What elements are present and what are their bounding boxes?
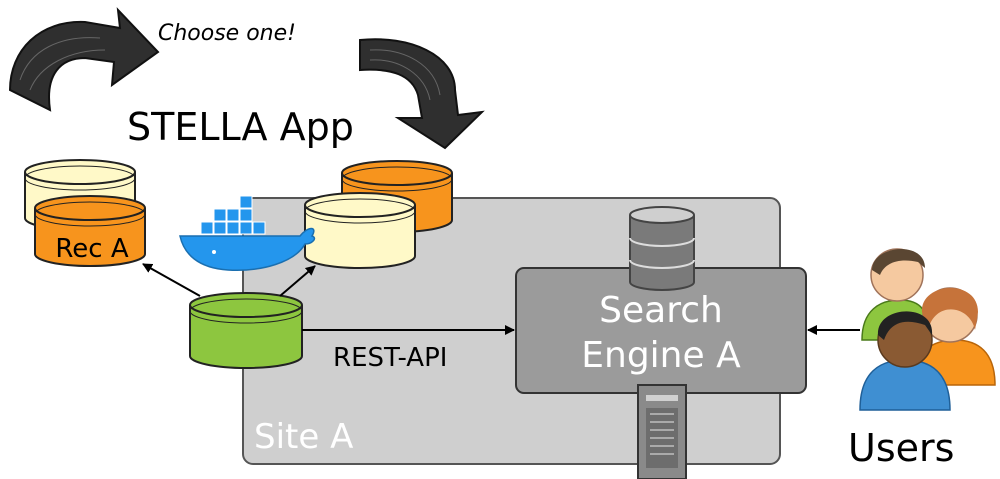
server-tower-icon	[637, 384, 687, 479]
choose-one-annotation: Choose one!	[158, 21, 296, 46]
search-engine-line1: Search	[599, 290, 723, 331]
users-label: Users	[848, 426, 954, 470]
container-cylinder-green	[189, 292, 303, 369]
curved-arrow-right-icon	[359, 38, 485, 150]
curved-arrow-left-icon	[8, 7, 160, 112]
arrow-to-container-right	[279, 265, 316, 297]
rest-api-label: REST-API	[333, 343, 447, 373]
docker-whale-icon	[179, 195, 316, 271]
app-title: STELLA App	[127, 105, 354, 149]
search-engine-line2: Engine A	[581, 335, 741, 376]
database-icon	[629, 206, 695, 291]
rec-a-label: Rec A	[55, 234, 128, 264]
site-a-label: Site A	[254, 417, 353, 457]
arrow-to-rec-a	[142, 263, 201, 297]
container-cylinder-cream-right	[304, 192, 416, 269]
users-group-icon	[859, 248, 996, 411]
container-cylinder-rec-a	[34, 195, 146, 267]
